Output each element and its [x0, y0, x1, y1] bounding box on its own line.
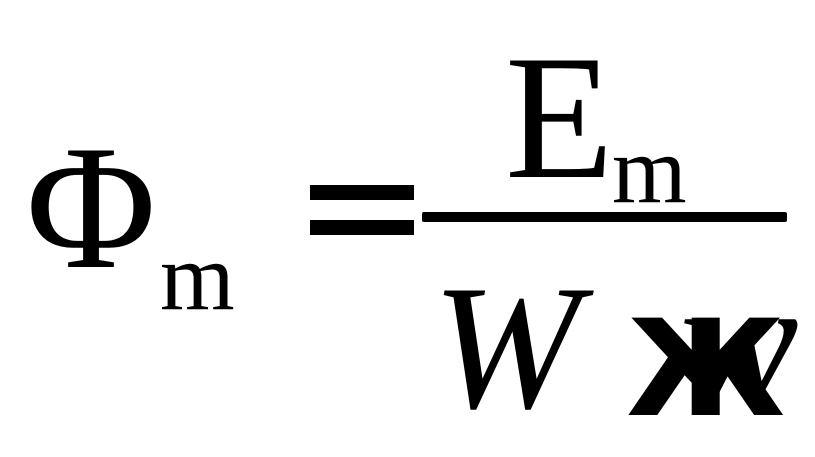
equals-sign-bottom-bar	[310, 220, 414, 235]
denominator-second-symbol: w	[680, 242, 799, 440]
equals-sign-top-bar	[310, 185, 414, 200]
phi-symbol: Φ	[26, 108, 157, 306]
numerator-subscript: m	[612, 116, 687, 223]
denominator-first-symbol: W	[432, 248, 581, 446]
numerator-symbol: E	[505, 18, 614, 216]
formula: Φ m E m W ж w	[26, 18, 799, 443]
fraction-bar	[422, 212, 787, 222]
denominator-overprint-symbol: ж	[626, 250, 786, 457]
phi-subscript: m	[160, 223, 235, 330]
